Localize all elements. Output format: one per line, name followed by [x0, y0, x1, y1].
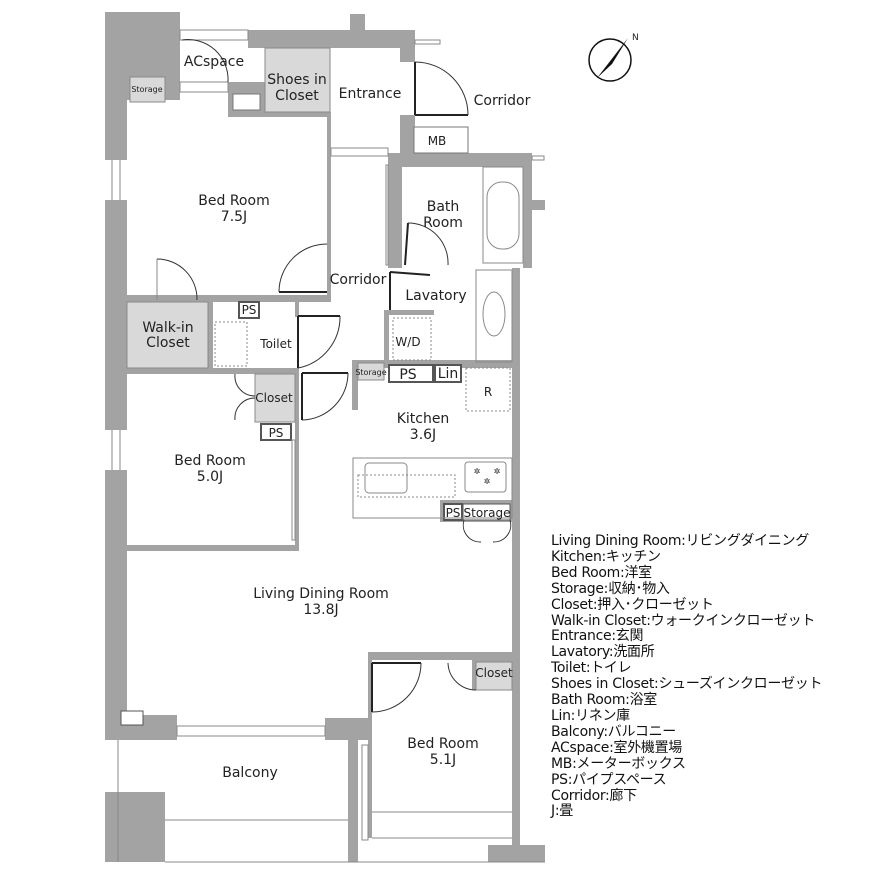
label-ps-lavatory: PS — [399, 367, 416, 383]
storage-top — [129, 76, 166, 103]
legend-item: Walk-in Closet:ウォークインクローゼット — [551, 612, 816, 629]
label-ps-kitchen: PS — [446, 506, 461, 520]
label-kitchen-size: 3.6J — [410, 427, 436, 443]
window — [111, 160, 121, 470]
label-bedroom-3: Bed Room — [407, 736, 478, 752]
compass-circle — [588, 38, 632, 82]
legend-item: PS:パイプスペース — [551, 771, 667, 788]
label-living-dining-room-size: 13.8J — [303, 602, 338, 618]
label-walk-in-closet: Walk-in — [142, 320, 193, 336]
label-walk-in-closet-2: Closet — [146, 335, 190, 351]
label-bedroom-1: Bed Room — [198, 193, 269, 209]
fridge-space — [465, 367, 511, 412]
legend-item: Lavatory:洗面所 — [551, 644, 655, 661]
sink — [364, 462, 408, 494]
legend-item: Corridor:廊下 — [551, 787, 637, 804]
label-entrance: Entrance — [339, 86, 402, 102]
legend-item: J:畳 — [551, 803, 573, 820]
label-storage-small: Storage — [355, 368, 386, 377]
label-storage-top: Storage — [131, 85, 162, 94]
legend-item: Closet:押入･クローゼット — [551, 596, 714, 613]
label-bath-room-2: Room — [423, 215, 463, 231]
walls — [105, 12, 545, 862]
legend-item: MB:メーターボックス — [551, 755, 686, 772]
room-labels: ACspace Storage Shoes in Closet Entrance… — [131, 54, 530, 781]
storage-small — [357, 362, 385, 381]
label-toilet: Toilet — [259, 337, 292, 351]
legend-item: Kitchen:キッチン — [551, 548, 661, 565]
label-corridor-outer: Corridor — [474, 93, 531, 109]
label-acspace: ACspace — [184, 54, 244, 70]
label-wd: W/D — [395, 335, 420, 349]
washbasin — [482, 291, 506, 337]
toilet-bowl — [214, 321, 248, 367]
label-lin: Lin — [438, 366, 459, 382]
label-shoes-closet-2: Closet — [275, 88, 319, 104]
closet-bedroom-3 — [475, 661, 513, 691]
legend-item: Shoes in Closet:シューズインクローゼット — [551, 676, 823, 693]
bathtub-area — [482, 166, 524, 264]
label-bedroom-2-size: 5.0J — [197, 469, 223, 485]
compass: N — [588, 33, 639, 82]
label-kitchen: Kitchen — [397, 411, 450, 427]
legend-item: Balcony:バルコニー — [551, 723, 677, 740]
label-ps-bedroom-2: PS — [269, 426, 284, 440]
label-bedroom-2: Bed Room — [174, 453, 245, 469]
closet-bedroom-2 — [254, 373, 296, 423]
label-living-dining-room: Living Dining Room — [253, 586, 389, 602]
label-bedroom-1-size: 7.5J — [221, 209, 247, 225]
legend-item: ACspace:室外機置場 — [551, 739, 682, 756]
burner-icon: ✲ — [484, 477, 491, 486]
shoes-in-closet — [264, 47, 331, 113]
label-balcony: Balcony — [222, 765, 278, 781]
label-corridor-inner: Corridor — [330, 272, 387, 288]
burner-icon: ✲ — [474, 467, 481, 476]
mb-box — [413, 126, 469, 154]
north-arrow-icon — [597, 38, 628, 78]
legend: Living Dining Room:リビングダイニング Kitchen:キッチ… — [551, 533, 823, 820]
label-closet-bedroom-3: Closet — [475, 666, 513, 680]
legend-item: Living Dining Room:リビングダイニング — [551, 533, 809, 549]
legend-item: Bed Room:洋室 — [551, 564, 652, 581]
bathtub — [486, 181, 520, 250]
label-closet-bedroom-2: Closet — [255, 391, 293, 405]
stove — [464, 461, 507, 493]
legend-item: Lin:リネン庫 — [551, 707, 630, 724]
burner-icon: ✲ — [494, 467, 501, 476]
doors — [156, 39, 512, 713]
ps-toilet-box — [238, 301, 260, 319]
walk-in-closet — [126, 301, 209, 369]
label-bath-room: Bath — [427, 199, 460, 215]
label-ps-toilet: PS — [242, 303, 257, 317]
kitchen-counter — [352, 457, 513, 519]
legend-item: Entrance:玄関 — [551, 628, 644, 645]
compass-north-label: N — [632, 33, 639, 43]
legend-item: Storage:収納･物入 — [551, 580, 670, 597]
label-storage-kitchen: Storage — [464, 506, 511, 520]
legend-item: Toilet:トイレ — [551, 660, 632, 677]
label-fridge: R — [484, 385, 492, 399]
label-bedroom-3-size: 5.1J — [430, 752, 456, 768]
legend-item: Bath Room:浴室 — [551, 692, 657, 709]
label-mb: MB — [428, 134, 447, 148]
label-shoes-closet: Shoes in — [267, 72, 326, 88]
label-lavatory: Lavatory — [405, 288, 466, 304]
